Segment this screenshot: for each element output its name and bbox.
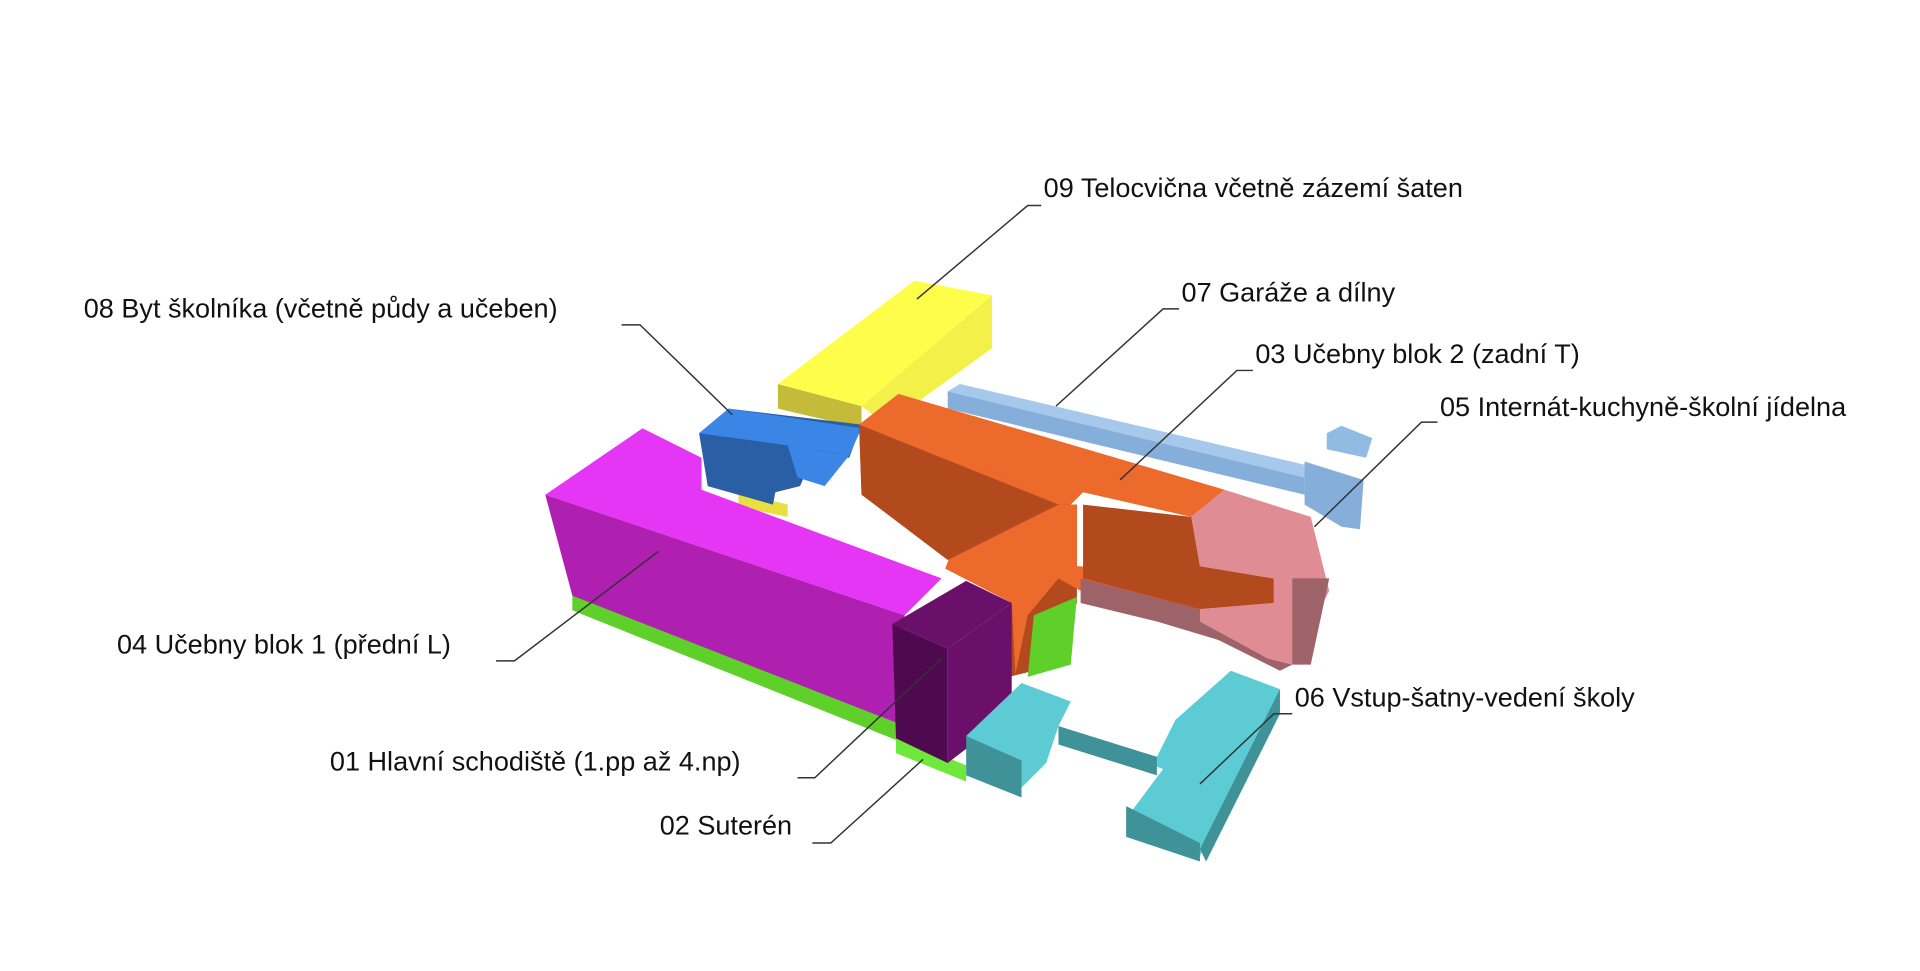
- label-06: 06 Vstup-šatny-vedení školy: [1295, 681, 1635, 712]
- block-04-classrooms-l: [545, 428, 942, 724]
- block-09-gym: [738, 280, 992, 517]
- block-02-basement: [572, 593, 1077, 782]
- block-07-garages: [947, 383, 1373, 530]
- label-03: 03 Učebny blok 2 (zadní T): [1255, 338, 1579, 369]
- block-01-main-staircase: [892, 580, 1012, 764]
- label-09: 09 Telocvična včetně zázemí šaten: [1044, 172, 1463, 203]
- label-01: 01 Hlavní schodiště (1.pp až 4.np): [330, 745, 741, 776]
- label-07: 07 Garáže a dílny: [1182, 277, 1396, 308]
- block-03-classrooms-t: [859, 393, 1274, 677]
- label-08: 08 Byt školníka (včetně půdy a učeben): [84, 293, 558, 324]
- label-05: 05 Internát-kuchyně-školní jídelna: [1440, 391, 1847, 422]
- block-06-entrance: [966, 670, 1280, 862]
- block-08-caretaker-flat: [699, 408, 862, 505]
- block-05-dormitory-kitchen: [1080, 489, 1330, 671]
- label-04: 04 Učebny blok 1 (přední L): [117, 628, 451, 659]
- label-02: 02 Suterén: [660, 809, 792, 840]
- leader-lines: [496, 204, 1438, 844]
